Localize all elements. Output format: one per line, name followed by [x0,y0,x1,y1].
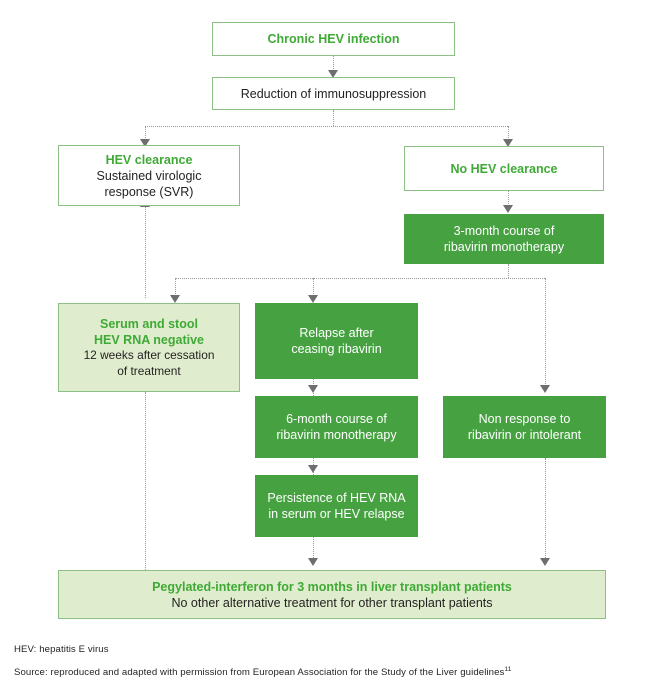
connector-peg-up-to-serum [145,392,146,570]
connector-split-right-long [545,278,546,388]
arrowhead-to-non-response [540,385,550,393]
node-six-month-ribavirin[interactable]: 6-month course of ribavirin monotherapy [255,396,418,458]
node-subtitle: No other alternative treatment for other… [171,595,493,610]
footnote-source-text: Source: reproduced and adapted with perm… [14,667,505,679]
connector-split-to-relapse [313,278,314,298]
node-subtitle: Reduction of immunosuppression [240,86,427,101]
connector-split-right-down [508,126,509,142]
arrowhead-to-persistence [308,465,318,473]
node-no-hev-clearance[interactable]: No HEV clearance [404,146,604,191]
node-subtitle: Non response to ribavirin or intolerant [467,412,582,442]
arrowhead-to-hev-clearance [140,139,150,147]
connector-nohev-to-3month [508,191,509,208]
node-title: No HEV clearance [450,161,558,176]
connector-nonresponse-to-peg [545,458,546,564]
arrowhead-to-no-hev-clearance [503,139,513,147]
connector-reduction-down [333,110,334,126]
node-reduction-of-immunosuppression[interactable]: Reduction of immunosuppression [212,77,455,110]
node-title: Serum and stool HEV RNA negative [94,317,204,348]
node-serum-stool-hev-rna-negative[interactable]: Serum and stool HEV RNA negative 12 week… [58,303,240,392]
arrowhead-to-reduction [328,70,338,78]
node-subtitle: Sustained virologic response (SVR) [96,168,202,199]
node-chronic-hev-infection[interactable]: Chronic HEV infection [212,22,455,56]
node-title: Chronic HEV infection [267,32,400,46]
connector-3month-down [508,264,509,278]
node-subtitle: Relapse after ceasing ribavirin [291,326,382,356]
node-non-response-to-ribavirin[interactable]: Non response to ribavirin or intolerant [443,396,606,458]
footnote-source-superscript: 11 [504,666,512,673]
node-title: Pegylated-interferon for 3 months in liv… [152,579,512,594]
connector-split-bar-top [145,126,508,127]
node-pegylated-interferon[interactable]: Pegylated-interferon for 3 months in liv… [58,570,606,619]
arrowhead-peg-left [308,558,318,566]
connector-split-left-down [145,126,146,142]
footnote-abbreviation: HEV: hepatitis E virus [14,644,109,655]
connector-split-bar-mid [175,278,545,279]
connector-split-to-serum [175,278,176,298]
arrowhead-to-relapse [308,295,318,303]
node-persistence-of-hev-rna[interactable]: Persistence of HEV RNA in serum or HEV r… [255,475,418,537]
arrowhead-peg-right [540,558,550,566]
node-three-month-ribavirin[interactable]: 3-month course of ribavirin monotherapy [404,214,604,264]
node-hev-clearance[interactable]: HEV clearance Sustained virologic respon… [58,145,240,206]
arrowhead-to-serum-stool [170,295,180,303]
arrowhead-to-6month [308,385,318,393]
connector-chronic-to-reduction [333,56,334,73]
node-subtitle: 12 weeks after cessation of treatment [83,348,215,378]
arrowhead-to-3month [503,205,513,213]
node-subtitle: Persistence of HEV RNA in serum or HEV r… [267,491,406,521]
node-subtitle: 3-month course of ribavirin monotherapy [443,224,565,254]
connector-persistence-to-peg [313,537,314,564]
node-title: HEV clearance [105,152,193,167]
footnote-source: Source: reproduced and adapted with perm… [14,666,512,678]
node-subtitle: 6-month course of ribavirin monotherapy [276,412,397,442]
connector-serum-up-to-hev-clearance [145,206,146,298]
node-relapse-after-ceasing-ribavirin[interactable]: Relapse after ceasing ribavirin [255,303,418,379]
